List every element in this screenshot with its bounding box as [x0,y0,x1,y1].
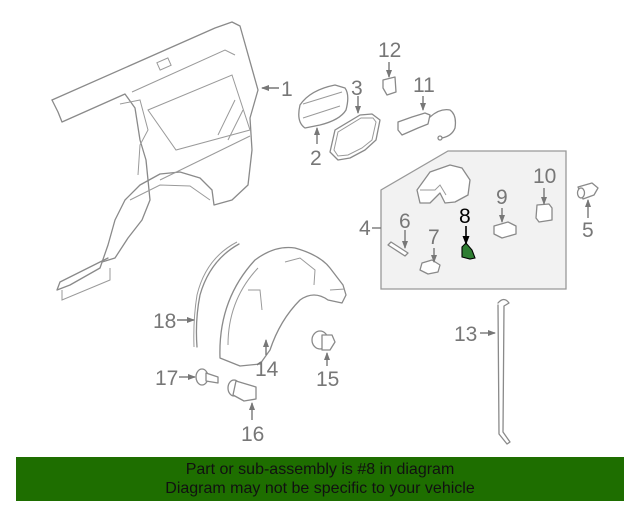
callout-18: 18 [153,310,195,333]
callout-2: 2 [310,127,322,170]
gasket-part [329,113,381,161]
part-info-banner: Part or sub-assembly is #8 in diagram Di… [16,457,624,501]
callout-16: 16 [241,402,264,446]
callout-17: 17 [155,367,196,390]
svg-text:3: 3 [351,77,363,100]
callout-3: 3 [351,77,363,114]
svg-text:15: 15 [316,368,339,391]
callout-6: 6 [399,210,411,249]
quarter-panel-part [51,21,259,301]
callout-1: 1 [261,78,293,101]
strip-part-18 [193,241,240,348]
part-10 [535,203,553,223]
wheel-liner-part-14 [219,246,347,367]
svg-text:12: 12 [378,39,401,62]
callout-4: 4 [359,217,381,240]
svg-text:7: 7 [428,226,440,249]
callout-5: 5 [582,199,594,242]
svg-text:13: 13 [454,323,477,346]
clip-part-12 [382,76,397,96]
callout-11: 11 [413,74,435,111]
callout-13: 13 [454,323,496,346]
callout-15: 15 [316,352,339,391]
screw-part-17 [195,368,219,386]
svg-text:16: 16 [241,423,264,446]
callout-8: 8 [459,205,471,245]
svg-text:10: 10 [533,165,556,188]
callout-14: 14 [255,339,279,381]
svg-text:14: 14 [255,358,279,381]
svg-text:2: 2 [310,147,322,170]
banner-disclaimer-text: Diagram may not be specific to your vehi… [165,480,475,497]
svg-text:11: 11 [413,74,435,97]
callout-10: 10 [533,165,556,205]
banner-part-text: Part or sub-assembly is #8 in diagram [185,461,455,478]
svg-text:18: 18 [153,310,176,333]
part-5 [576,182,599,200]
callout-9: 9 [496,186,508,223]
part-9 [493,221,517,239]
fuel-door-part [298,84,349,129]
nut-part-16 [227,379,257,402]
svg-text:17: 17 [155,367,178,390]
svg-text:9: 9 [496,186,508,209]
rod-part-13 [497,298,511,445]
svg-text:6: 6 [399,210,411,233]
svg-text:5: 5 [582,219,594,242]
bolt-part-6 [387,241,409,257]
callout-12: 12 [378,39,401,78]
push-clip-part-15 [311,330,336,351]
svg-text:1: 1 [281,78,293,101]
svg-text:8: 8 [459,205,471,228]
housing-part [416,164,471,204]
callout-7: 7 [428,226,440,263]
actuator-part-11 [397,109,457,141]
svg-text:4: 4 [359,217,371,240]
